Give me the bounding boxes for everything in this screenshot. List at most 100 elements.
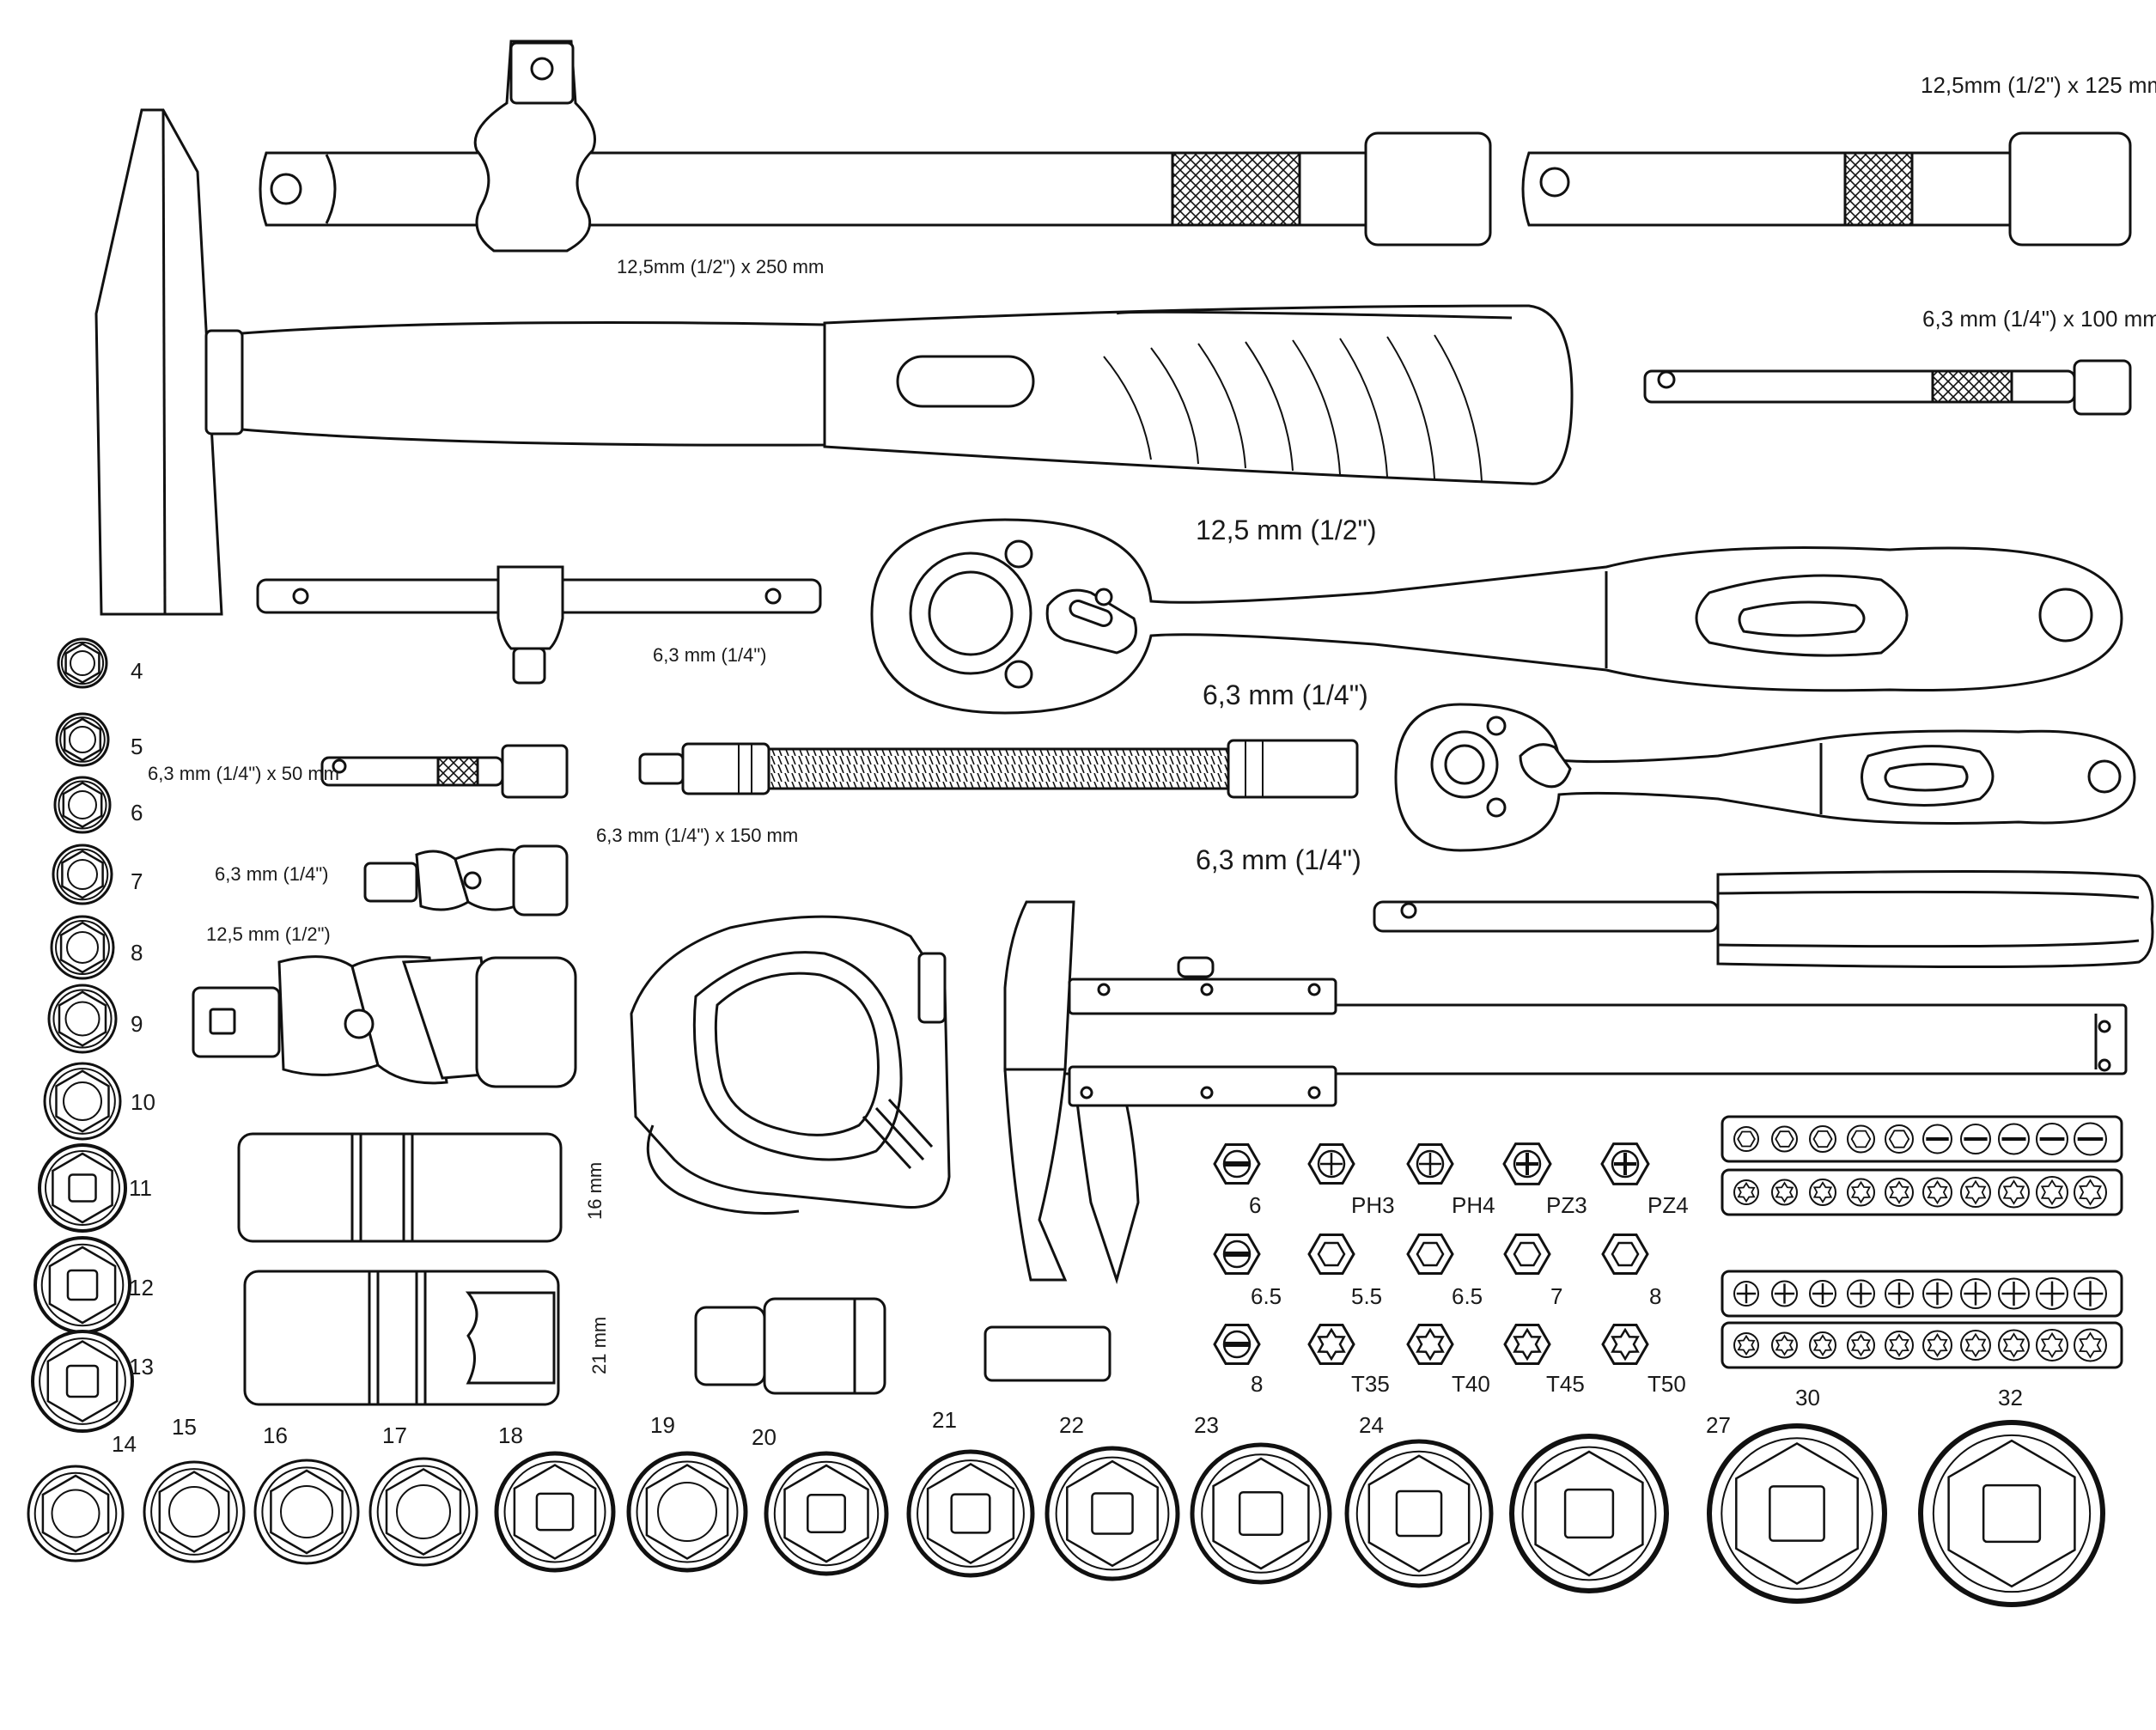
tape-measure: [630, 915, 951, 1215]
label-ratchet-half: 12,5 mm (1/2"): [1196, 515, 1377, 545]
socket-label: 19: [650, 1412, 675, 1438]
ratchet-half-inch: [870, 518, 2123, 715]
bit-6.5: [1406, 1234, 1454, 1275]
deep-socket-16mm: [237, 1132, 563, 1243]
socket-label: 13: [129, 1354, 154, 1380]
socket-19: [626, 1451, 748, 1573]
socket-label: 18: [498, 1422, 523, 1448]
socket-18: [494, 1451, 616, 1573]
socket-5: [55, 712, 110, 767]
socket-label: 23: [1194, 1412, 1219, 1438]
label-ratchet-quarter: 6,3 mm (1/4"): [1203, 679, 1368, 710]
flexible-extension-150mm: [638, 739, 1359, 799]
socket-23: [1190, 1442, 1332, 1585]
universal-joint-quarter: [363, 844, 569, 917]
socket-label: 6: [131, 800, 143, 825]
socket-32: [1918, 1420, 2105, 1607]
socket-24: [1344, 1439, 1494, 1588]
bit-label: PZ3: [1546, 1192, 1587, 1218]
socket-label: 5: [131, 734, 143, 759]
bit-PH4: [1406, 1143, 1454, 1185]
label-ext-100: 6,3 mm (1/4") x 100 mm: [1922, 306, 2156, 332]
socket-10: [43, 1062, 122, 1141]
bit-8: [1601, 1234, 1649, 1275]
bit-T35: [1307, 1324, 1355, 1365]
socket-label: 21: [932, 1407, 957, 1433]
socket-4: [57, 637, 108, 689]
bit-strip: [1721, 1270, 2123, 1318]
extension-bar-125mm: [1521, 131, 2132, 247]
socket-label: 30: [1795, 1385, 1820, 1410]
socket-20: [764, 1451, 889, 1576]
socket-12: [33, 1236, 131, 1334]
bit-holder-strips: [1721, 1115, 2123, 1369]
socket-16: [253, 1459, 360, 1565]
bit-strip: [1721, 1115, 2123, 1163]
socket-label: 4: [131, 658, 143, 684]
bit-strip: [1721, 1168, 2123, 1216]
bit-label: PZ4: [1647, 1192, 1689, 1218]
socket-label: 15: [172, 1414, 197, 1440]
extension-bar-250mm: [259, 40, 1492, 253]
bit-label: 8: [1251, 1371, 1263, 1397]
bit-label: PH3: [1351, 1192, 1395, 1218]
deep-socket-21mm: [243, 1270, 560, 1406]
label-ext-50: 6,3 mm (1/4") x 50 mm: [148, 763, 339, 784]
bit-6.5: [1213, 1234, 1261, 1275]
socket-22: [1045, 1446, 1180, 1581]
socket-label: 32: [1998, 1385, 2023, 1410]
socket-label: 20: [752, 1424, 777, 1450]
bit-screwdriver: [1373, 869, 2154, 969]
bit-label: 6.5: [1452, 1283, 1483, 1309]
extension-bar-50mm: [320, 744, 569, 799]
bit-label: PH4: [1452, 1192, 1495, 1218]
label-ext-250: 12,5mm (1/2") x 250 mm: [617, 256, 824, 277]
bit-label: 7: [1550, 1283, 1562, 1309]
socket-label: 17: [382, 1422, 407, 1448]
bit-PH3: [1307, 1143, 1355, 1185]
bit-8: [1213, 1324, 1261, 1365]
label-ujoint-half: 12,5 mm (1/2"): [206, 923, 331, 945]
spacer-sleeve: [984, 1325, 1111, 1382]
bit-strip: [1721, 1321, 2123, 1369]
universal-joint-half: [192, 955, 577, 1088]
socket-27: [1509, 1434, 1669, 1593]
socket-label: 24: [1359, 1412, 1384, 1438]
socket-label: 9: [131, 1011, 143, 1037]
socket-label: 8: [131, 940, 143, 966]
bit-label: 8: [1649, 1283, 1661, 1309]
socket-9: [47, 984, 118, 1054]
bit-label: T45: [1546, 1371, 1585, 1397]
label-screwdriver-quarter: 6,3 mm (1/4"): [1196, 844, 1361, 875]
label-deep-16: 16 mm: [584, 1162, 606, 1220]
socket-label: 22: [1059, 1412, 1084, 1438]
socket-label: 11: [129, 1175, 152, 1201]
socket-label: 12: [129, 1275, 154, 1301]
bit-label: 6.5: [1251, 1283, 1282, 1309]
extension-bar-100mm: [1643, 359, 2132, 416]
label-deep-21: 21 mm: [588, 1317, 610, 1374]
bit-label: T50: [1647, 1371, 1686, 1397]
bit-7: [1503, 1234, 1551, 1275]
bit-5.5: [1307, 1234, 1355, 1275]
label-flex-150: 6,3 mm (1/4") x 150 mm: [596, 825, 798, 846]
socket-label: 16: [263, 1422, 288, 1448]
vernier-caliper: [1003, 900, 2128, 1285]
bit-label: T40: [1452, 1371, 1490, 1397]
socket-14: [27, 1465, 125, 1562]
socket-label: 14: [112, 1431, 137, 1457]
socket-6: [53, 776, 112, 834]
socket-11: [38, 1143, 127, 1233]
bit-label: 5.5: [1351, 1283, 1382, 1309]
bit-label: T35: [1351, 1371, 1390, 1397]
label-tbar: 6,3 mm (1/4"): [653, 644, 767, 666]
bit-T40: [1406, 1324, 1454, 1365]
label-ext-125: 12,5mm (1/2") x 125 mm: [1921, 72, 2156, 98]
socket-17: [368, 1457, 478, 1567]
bit-label: 6: [1249, 1192, 1261, 1218]
socket-15: [143, 1460, 246, 1563]
